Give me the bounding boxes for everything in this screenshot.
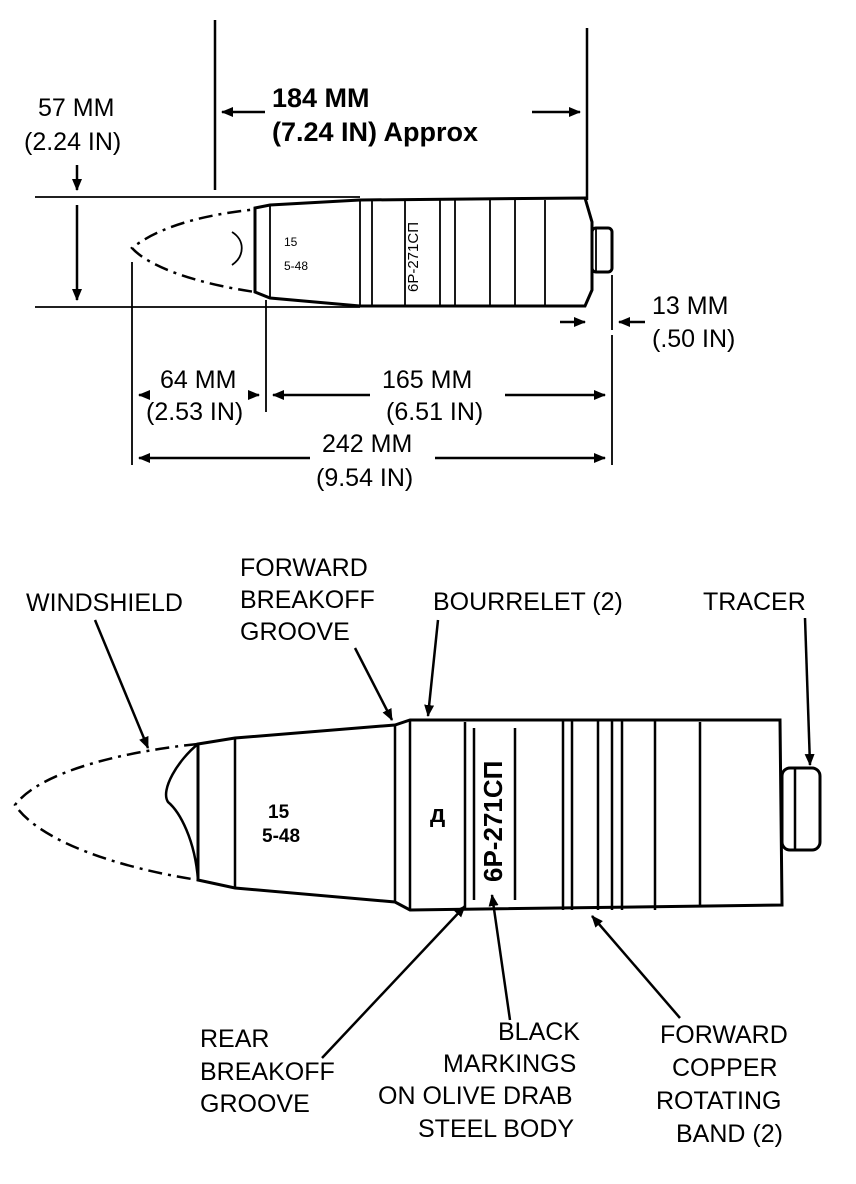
dim-184-mm: 184 MM (272, 83, 370, 113)
dim-242-in: (9.54 IN) (316, 464, 413, 492)
projectile-body (196, 718, 784, 912)
leader-tracer (803, 617, 815, 766)
windshield-outline (13, 742, 199, 882)
dim-165-in: (6.51 IN) (386, 398, 483, 426)
dimension-view: 184 MM (7.24 IN) Approx 57 MM (2.24 IN) … (24, 20, 735, 492)
label-rear-breakoff-2: BREAKOFF (200, 1058, 335, 1086)
dim-57-mm: 57 MM (38, 94, 114, 122)
small-windshield-outline (130, 206, 271, 294)
lot-mark: 15 (268, 802, 290, 823)
label-tracer: TRACER (703, 588, 806, 616)
dim-13-in: (.50 IN) (652, 325, 735, 353)
label-rotating-band-3: ROTATING (656, 1087, 781, 1115)
label-rotating-band-4: BAND (2) (676, 1120, 783, 1148)
small-windshield-curve (231, 231, 243, 266)
leader-windshield (93, 619, 150, 749)
label-rear-breakoff-1: REAR (200, 1025, 269, 1053)
small-lot-sub-mark: 5-48 (284, 259, 308, 273)
dim-64-in: (2.53 IN) (146, 398, 243, 426)
label-forward-breakoff-1: FORWARD (240, 554, 368, 582)
designation-mark: 6P-271CП (478, 761, 508, 882)
small-lot-mark: 15 (284, 235, 298, 249)
label-black-markings-1: BLACK (498, 1018, 580, 1046)
leader-black-markings (488, 894, 512, 1021)
label-bourrelet: BOURRELET (2) (433, 588, 623, 616)
label-black-markings-3: ON OLIVE DRAB (378, 1082, 573, 1110)
dim-64-mm: 64 MM (160, 366, 236, 394)
leader-rear-breakoff (321, 905, 466, 1059)
label-rotating-band-1: FORWARD (660, 1021, 788, 1049)
windshield-curve (165, 743, 200, 881)
label-windshield: WINDSHIELD (26, 589, 183, 617)
label-black-markings-4: STEEL BODY (418, 1115, 574, 1143)
label-forward-breakoff-2: BREAKOFF (240, 586, 375, 614)
leader-rotating-band (591, 915, 681, 1019)
tracer-body (780, 766, 822, 852)
small-tracer (590, 226, 614, 274)
label-black-markings-2: MARKINGS (443, 1050, 576, 1078)
label-forward-breakoff-3: GROOVE (240, 618, 350, 646)
dim-242-mm: 242 MM (322, 430, 412, 458)
dim-13-mm: 13 MM (652, 292, 728, 320)
dim-184-in: (7.24 IN) Approx (272, 117, 478, 147)
leader-bourrelet (424, 619, 440, 717)
dim-165-mm: 165 MM (382, 366, 472, 394)
small-projectile-body (253, 196, 594, 308)
dim-57-in: (2.24 IN) (24, 128, 121, 156)
label-rotating-band-2: COPPER (672, 1054, 778, 1082)
lot-sub-mark: 5-48 (262, 826, 300, 847)
small-designation-mark: 6P-271CП (405, 222, 422, 292)
symbol-mark: д (430, 801, 445, 828)
leader-forward-breakoff (353, 647, 394, 721)
label-rear-breakoff-3: GROOVE (200, 1090, 310, 1118)
labeled-view: 15 5-48 д 6P-271CП WINDSHIELD FORWARD BR… (13, 554, 822, 1148)
